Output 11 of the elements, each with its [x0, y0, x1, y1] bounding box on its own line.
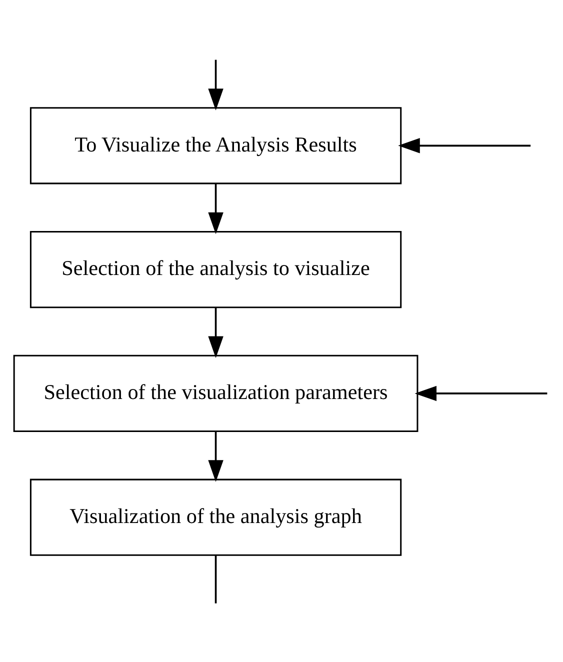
node-box: Selection of the analysis to visualize	[30, 230, 402, 308]
connector	[214, 554, 217, 603]
arrow	[398, 138, 531, 153]
node-box: Selection of the visualization parameters	[13, 354, 418, 432]
arrow	[208, 306, 224, 358]
arrow	[414, 385, 548, 401]
node-box: Visualization of the analysis graph	[30, 478, 402, 556]
arrow	[208, 59, 224, 110]
node-box: To Visualize the Analysis Results	[30, 106, 402, 184]
arrow	[208, 430, 224, 482]
arrow	[208, 182, 224, 234]
